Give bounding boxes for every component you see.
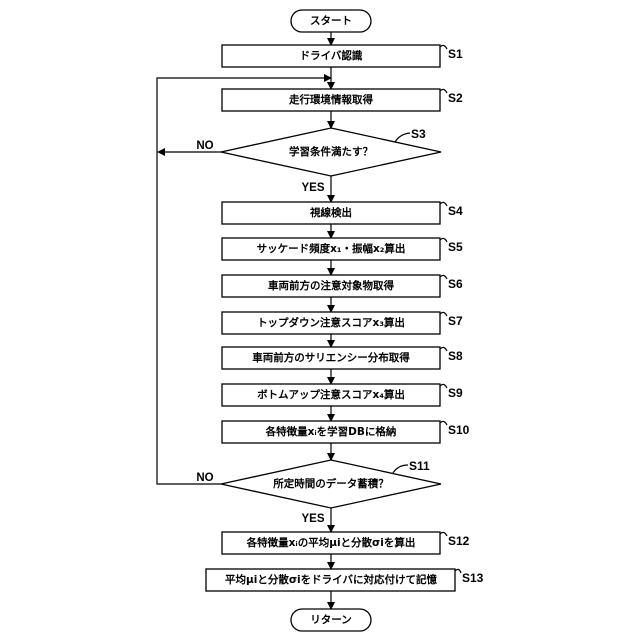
decision-s11-yes-label: YES (301, 513, 324, 525)
step-s1-tag: S1 (448, 47, 463, 61)
start-label: スタート (310, 15, 352, 27)
decision-s11-no-label: NO (196, 472, 213, 484)
decision-s3-leader (395, 133, 410, 142)
step-s8-text: 車両前方のサリエンシー分布取得 (252, 351, 410, 364)
step-s9-tag: S9 (448, 386, 463, 400)
step-s8-tag: S8 (448, 349, 463, 363)
step-s5-leader (440, 238, 447, 242)
step-s4-tag: S4 (448, 204, 463, 218)
step-s7-leader (440, 312, 447, 316)
decision-s3-yes-label: YES (301, 182, 324, 194)
step-s13-leader (455, 569, 461, 573)
step-s1-leader (440, 45, 447, 49)
step-s10-text: 各特徴量xᵢを学習DBに格納 (265, 425, 397, 438)
step-s10-tag: S10 (448, 423, 470, 437)
step-s9-leader (440, 384, 447, 388)
decision-s11-text: 所定時間のデータ蓄積？ (273, 477, 389, 490)
step-s2-leader (440, 89, 447, 93)
step-s4-leader (440, 202, 447, 206)
step-s6-text: 車両前方の注意対象物取得 (268, 279, 394, 292)
end-label: リターン (310, 614, 351, 626)
decision-s3-tag: S3 (411, 127, 426, 141)
step-s7-text: トップダウン注意スコアx₃算出 (257, 316, 405, 329)
step-s4-text: 視線検出 (309, 206, 352, 219)
decision-s11-tag: S11 (409, 459, 430, 473)
step-s12-tag: S12 (448, 534, 470, 548)
step-s5-tag: S5 (448, 240, 463, 254)
step-s2-tag: S2 (448, 91, 463, 105)
step-s6-tag: S6 (448, 277, 463, 291)
decision-s3-text: 学習条件満たす？ (289, 145, 373, 158)
step-s13-text: 平均μiと分散σiをドライバに対応付けて記憶 (225, 573, 437, 586)
step-s2-text: 走行環境情報取得 (288, 93, 373, 106)
step-s12-text: 各特徴量xᵢの平均μiと分散σiを算出 (246, 536, 416, 549)
step-s10-leader (440, 421, 447, 425)
step-s9-text: ボトムアップ注意スコアx₄算出 (257, 388, 405, 401)
step-s13-tag: S13 (462, 571, 484, 585)
decision-s3-no-label: NO (196, 140, 213, 152)
decision-s11-leader (393, 465, 408, 473)
step-s12-leader (440, 532, 447, 536)
step-s8-leader (440, 347, 447, 351)
step-s5-text: サッケード頻度x₁・振幅x₂算出 (257, 242, 406, 255)
step-s1-text: ドライバ認識 (300, 49, 363, 62)
step-s7-tag: S7 (448, 314, 463, 328)
step-s6-leader (440, 275, 447, 279)
